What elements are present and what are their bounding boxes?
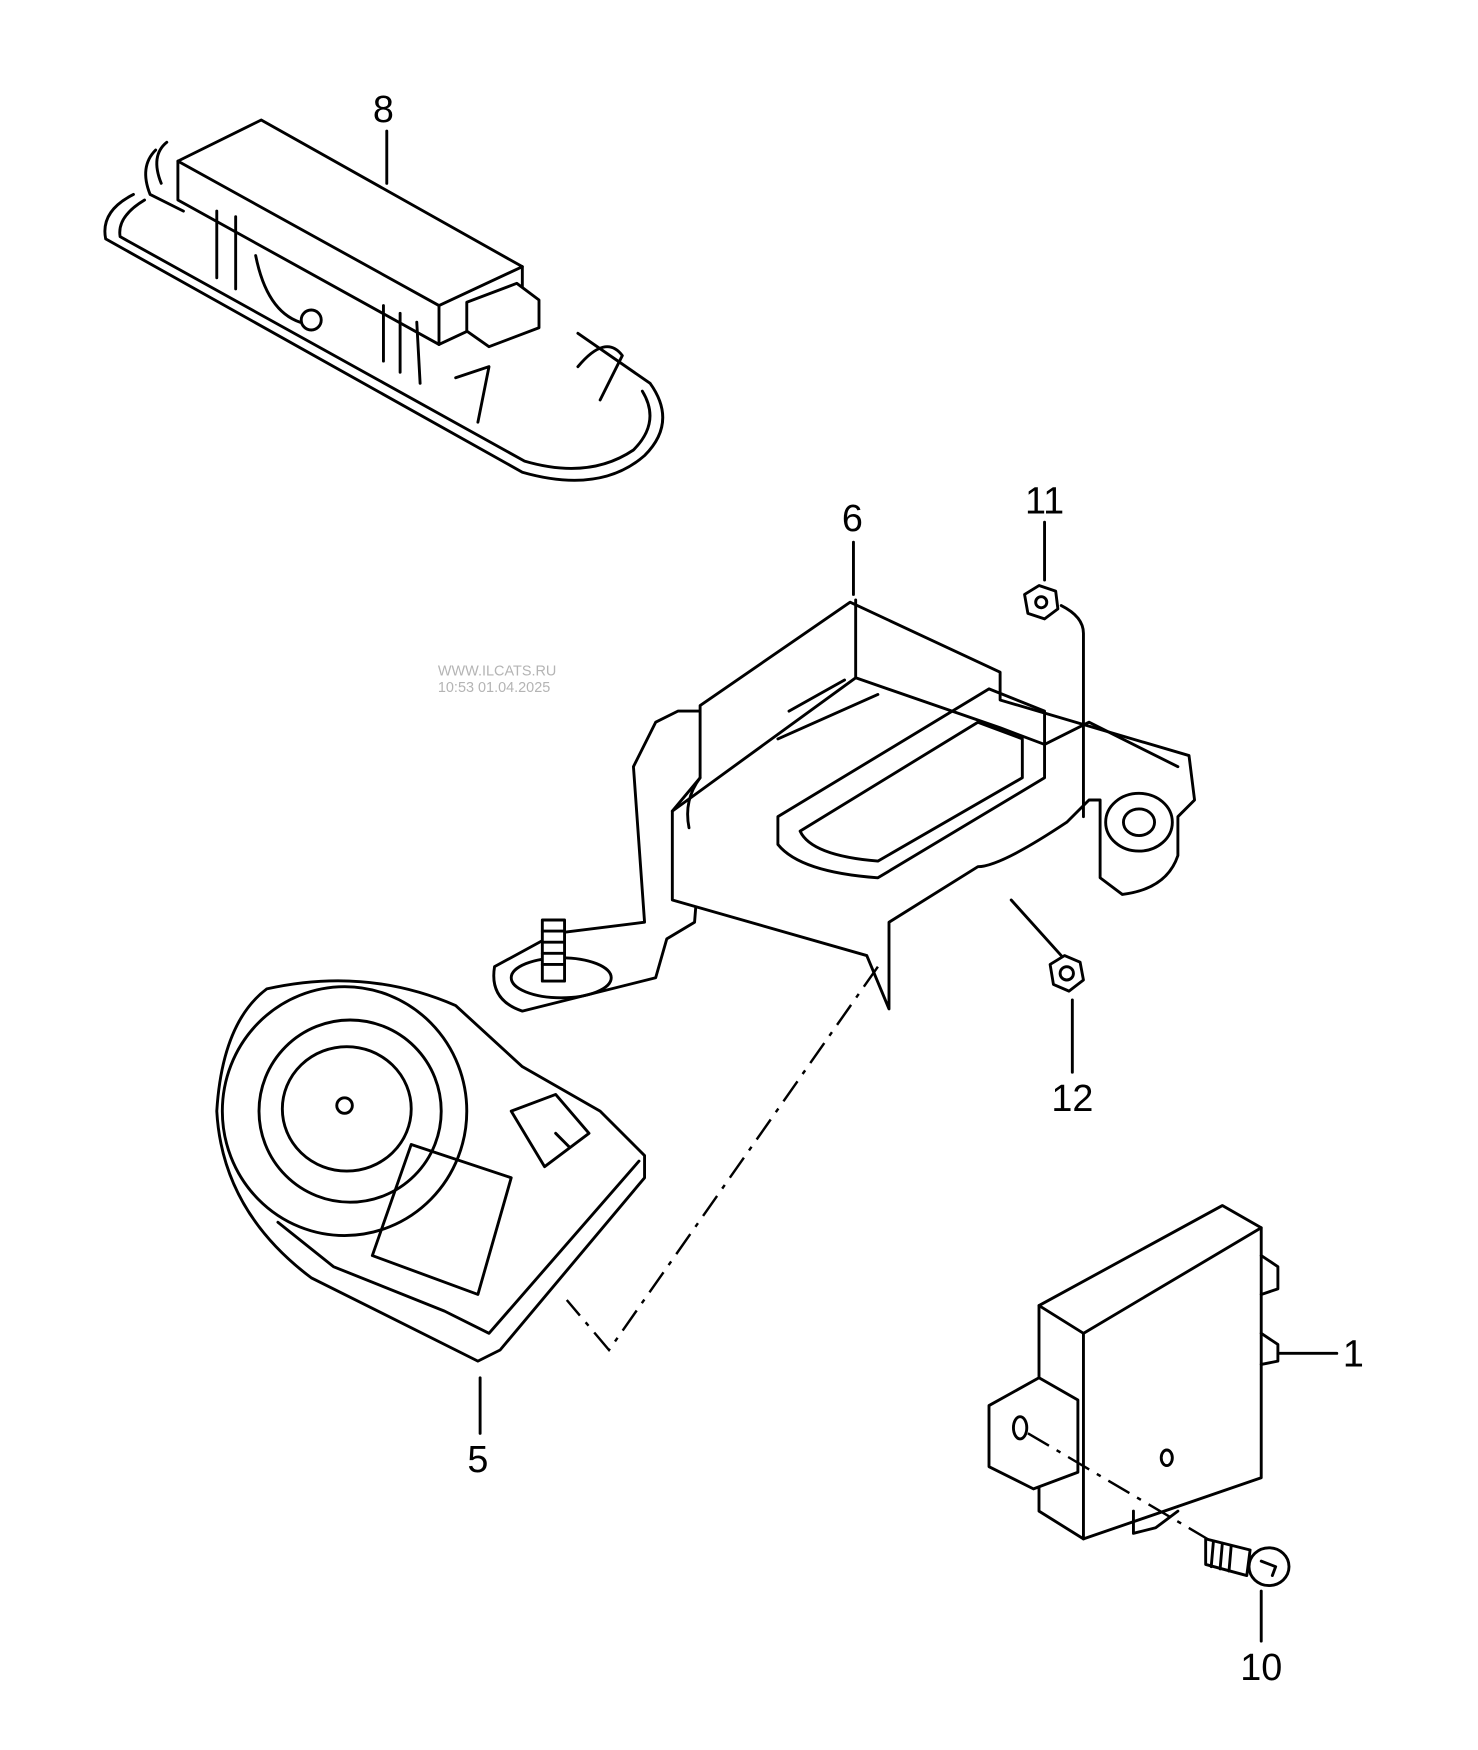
callout-8[interactable]: 8 bbox=[373, 89, 394, 131]
leader-line-11 bbox=[1059, 604, 1085, 819]
part-11-nut[interactable] bbox=[1023, 584, 1060, 621]
watermark: WWW.ILCATS.RU 10:53 01.04.2025 bbox=[438, 664, 556, 697]
callout-10[interactable]: 10 bbox=[1240, 1647, 1282, 1689]
part-12-nut[interactable] bbox=[1048, 954, 1085, 993]
watermark-site: WWW.ILCATS.RU bbox=[438, 664, 556, 680]
callout-labels: 8 6 11 12 5 1 10 bbox=[373, 89, 1364, 1689]
callout-11[interactable]: 11 bbox=[1025, 480, 1064, 522]
callout-6[interactable]: 6 bbox=[842, 498, 863, 540]
part-1-control-unit[interactable] bbox=[987, 1204, 1280, 1541]
part-6-horn-bracket[interactable] bbox=[492, 598, 1196, 1013]
dashed-mount-line-10-1 bbox=[1027, 1432, 1218, 1546]
leader-lines bbox=[385, 129, 1339, 1643]
part-10-screw[interactable] bbox=[1204, 1537, 1291, 1587]
part-5-horn[interactable] bbox=[215, 979, 646, 1363]
leader-line-12 bbox=[1009, 898, 1063, 957]
part-8-antenna-module[interactable] bbox=[103, 118, 665, 482]
dashed-mount-line-5-6 bbox=[565, 965, 879, 1353]
callout-5[interactable]: 5 bbox=[467, 1439, 488, 1481]
watermark-timestamp: 10:53 01.04.2025 bbox=[438, 680, 550, 696]
callout-1[interactable]: 1 bbox=[1343, 1334, 1364, 1376]
callout-12[interactable]: 12 bbox=[1051, 1078, 1093, 1120]
